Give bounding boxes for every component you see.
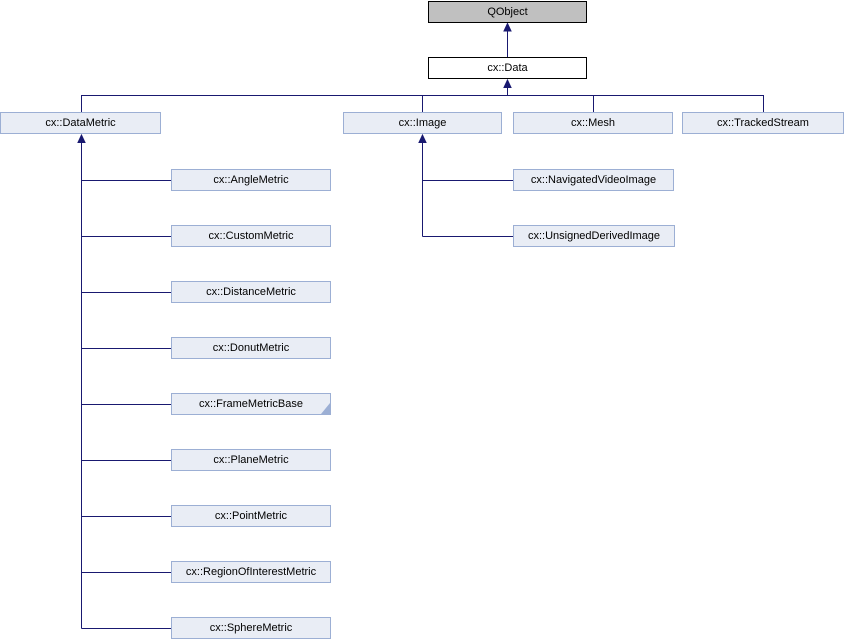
class-node-cx-spheremetric[interactable]: cx::SphereMetric — [171, 617, 331, 639]
edge-children-to-data — [81, 87, 764, 112]
class-node-cx-datametric[interactable]: cx::DataMetric — [0, 112, 161, 134]
class-node-cx-unsignedderivedimage[interactable]: cx::UnsignedDerivedImage — [513, 225, 675, 247]
class-node-cx-framemetricbase[interactable]: cx::FrameMetricBase — [171, 393, 331, 415]
class-node-cx-data: cx::Data — [428, 57, 587, 79]
class-node-cx-trackedstream[interactable]: cx::TrackedStream — [682, 112, 844, 134]
arrowhead-data — [503, 78, 512, 88]
class-node-cx-mesh[interactable]: cx::Mesh — [513, 112, 673, 134]
class-node-label: cx::FrameMetricBase — [199, 398, 303, 410]
class-node-cx-pointmetric[interactable]: cx::PointMetric — [171, 505, 331, 527]
class-node-cx-custommetric[interactable]: cx::CustomMetric — [171, 225, 331, 247]
class-node-cx-image[interactable]: cx::Image — [343, 112, 502, 134]
arrowhead-qobject — [503, 22, 512, 32]
class-node-cx-regionofinterestmetric[interactable]: cx::RegionOfInterestMetric — [171, 561, 331, 583]
class-node-cx-donutmetric[interactable]: cx::DonutMetric — [171, 337, 331, 359]
class-node-cx-distancemetric[interactable]: cx::DistanceMetric — [171, 281, 331, 303]
edge-images-to-image — [422, 141, 513, 237]
class-node-cx-anglemetric[interactable]: cx::AngleMetric — [171, 169, 331, 191]
edge-metrics-to-datametric — [81, 141, 171, 629]
truncated-corner-marker — [321, 403, 330, 414]
class-node-cx-planemetric[interactable]: cx::PlaneMetric — [171, 449, 331, 471]
class-node-qobject: QObject — [428, 1, 587, 23]
class-node-cx-navigatedvideoimage[interactable]: cx::NavigatedVideoImage — [513, 169, 674, 191]
